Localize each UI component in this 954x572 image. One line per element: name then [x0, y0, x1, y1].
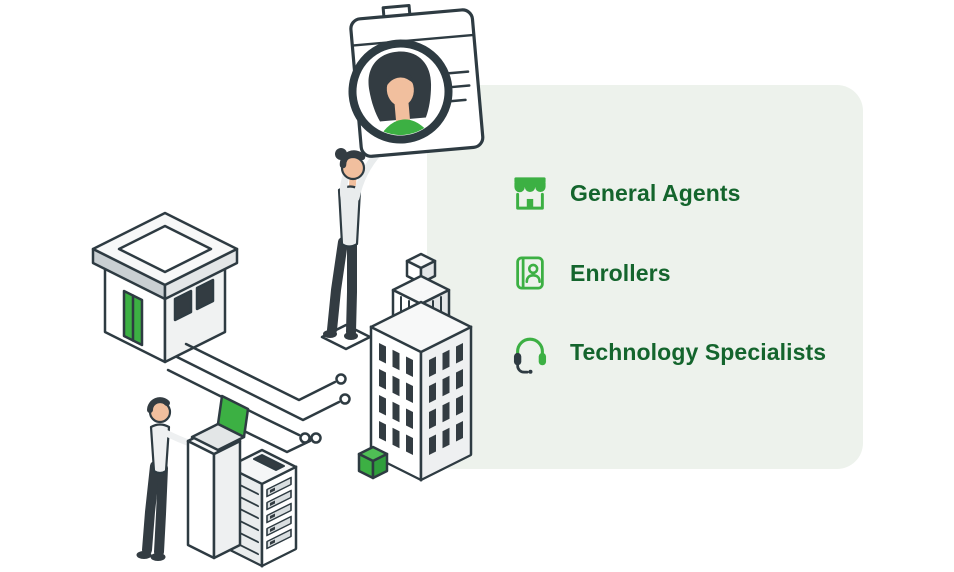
role-label-general-agents: General Agents	[570, 179, 741, 206]
person-reaching	[320, 139, 391, 351]
roles-panel: General Agents Enrollers	[427, 85, 863, 469]
role-label-technology-specialists: Technology Specialists	[570, 338, 827, 365]
laptop-base	[190, 422, 246, 452]
store-window	[195, 278, 215, 311]
id-badge-icon	[508, 251, 552, 295]
laptop-screen	[216, 394, 250, 439]
server-rack	[226, 448, 298, 568]
store-building	[91, 211, 239, 364]
role-item-technology-specialists: Technology Specialists	[508, 330, 826, 374]
role-item-enrollers: Enrollers	[508, 251, 671, 295]
workstation-person	[136, 397, 198, 561]
green-cube	[357, 445, 389, 480]
role-item-general-agents: General Agents	[508, 171, 741, 215]
storefront-icon	[508, 171, 552, 215]
store-window	[173, 289, 193, 322]
standing-desk	[186, 394, 250, 560]
headset-icon	[508, 330, 552, 374]
isometric-illustration	[91, 3, 485, 568]
circuit-traces	[166, 342, 351, 454]
store-door	[122, 289, 144, 347]
role-label-enrollers: Enrollers	[570, 259, 671, 286]
laptop	[190, 394, 250, 452]
